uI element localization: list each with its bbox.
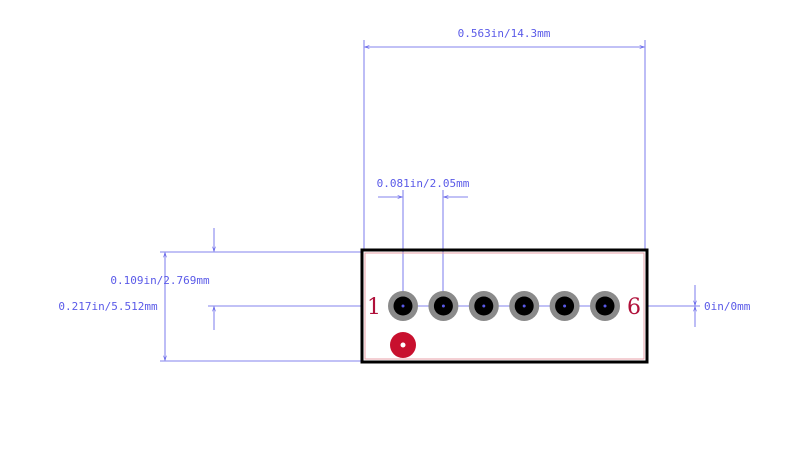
pad-6 xyxy=(590,291,620,321)
half-height-dimension-label: 0.109in/2.769mm xyxy=(110,274,210,287)
pad-2 xyxy=(428,291,459,321)
pitch-dimension-label: 0.081in/2.05mm xyxy=(377,177,470,190)
courtyard-outline xyxy=(364,252,645,360)
pad-center xyxy=(441,304,445,308)
offset-dimension-label: 0in/0mm xyxy=(704,300,751,313)
pad-center xyxy=(482,304,486,308)
height-dimension xyxy=(160,228,362,362)
width-dimension xyxy=(363,40,646,250)
width-dimension-label: 0.563in/14.3mm xyxy=(458,27,551,40)
pad-5 xyxy=(549,291,580,321)
offset-dimension xyxy=(648,285,700,327)
height-dimension-label: 0.217in/5.512mm xyxy=(58,300,158,313)
pad-3 xyxy=(468,291,499,321)
pad-center xyxy=(522,304,526,308)
pad-center xyxy=(603,304,607,308)
pin1-marker-center xyxy=(400,342,406,348)
pad-center xyxy=(401,304,405,308)
pad-1 xyxy=(388,291,418,321)
pad-center xyxy=(563,304,567,308)
pad-4 xyxy=(509,291,540,321)
component-outline xyxy=(360,248,649,364)
pitch-dimension xyxy=(378,190,468,293)
pin-label-last: 6 xyxy=(627,295,641,320)
pin-label-first: 1 xyxy=(367,295,381,320)
pad-row xyxy=(388,291,620,321)
